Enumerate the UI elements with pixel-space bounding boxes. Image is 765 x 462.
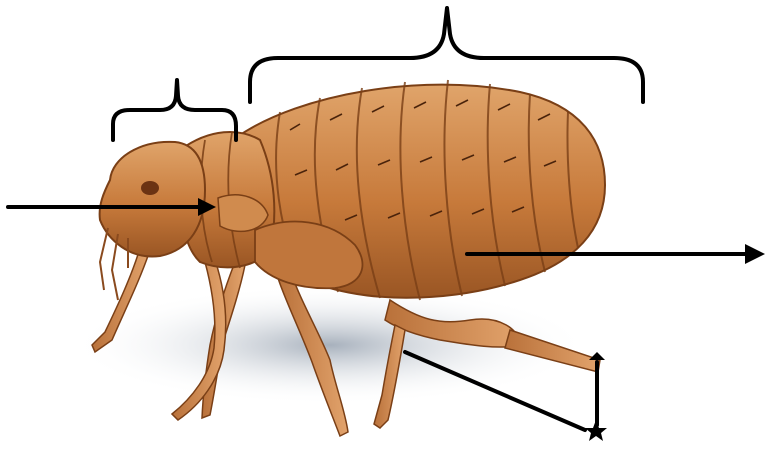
eye bbox=[141, 181, 159, 195]
star-marker bbox=[585, 420, 607, 441]
arrowhead-out-icon bbox=[745, 244, 765, 264]
arrowhead-down-icon bbox=[589, 352, 605, 360]
head-bracket bbox=[113, 80, 236, 140]
head bbox=[100, 142, 205, 257]
